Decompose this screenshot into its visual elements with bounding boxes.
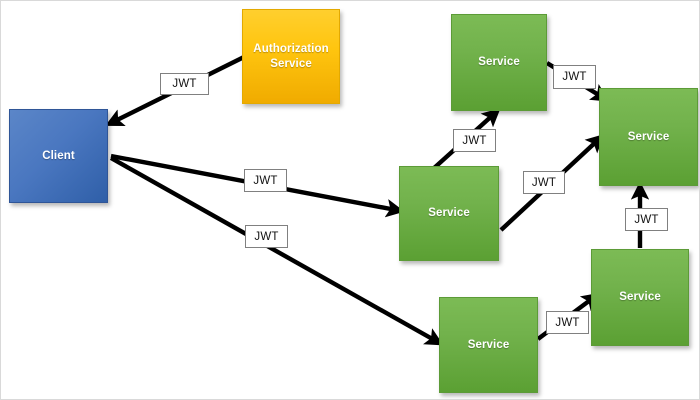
node-label: Service	[619, 291, 661, 304]
node-label: Service	[467, 338, 510, 351]
node-auth[interactable]: Authorization Service	[242, 9, 340, 104]
node-svc-top[interactable]: Service	[451, 14, 547, 111]
node-svc-bottom[interactable]: Service	[439, 297, 538, 393]
label-client-to-bottom: JWT	[245, 225, 288, 248]
node-svc-right[interactable]: Service	[599, 88, 698, 186]
edges-group	[105, 55, 650, 346]
label-bottomright-to-right: JWT	[625, 208, 668, 231]
label-center-to-right: JWT	[523, 171, 565, 194]
node-label: Service	[478, 56, 520, 69]
node-label: Authorization Service	[253, 43, 329, 70]
node-svc-bottom-right[interactable]: Service	[591, 249, 689, 346]
label-bottom-to-bottomright: JWT	[546, 311, 589, 334]
node-label: Service	[627, 130, 670, 143]
node-client[interactable]: Client	[9, 109, 108, 203]
label-center-to-top: JWT	[453, 129, 496, 152]
label-top-to-right: JWT	[553, 65, 596, 89]
node-label: Client	[42, 149, 75, 162]
label-auth-to-client: JWT	[160, 73, 209, 95]
node-svc-center[interactable]: Service	[399, 166, 499, 261]
label-client-to-center: JWT	[244, 169, 287, 192]
node-label: Service	[428, 207, 470, 220]
